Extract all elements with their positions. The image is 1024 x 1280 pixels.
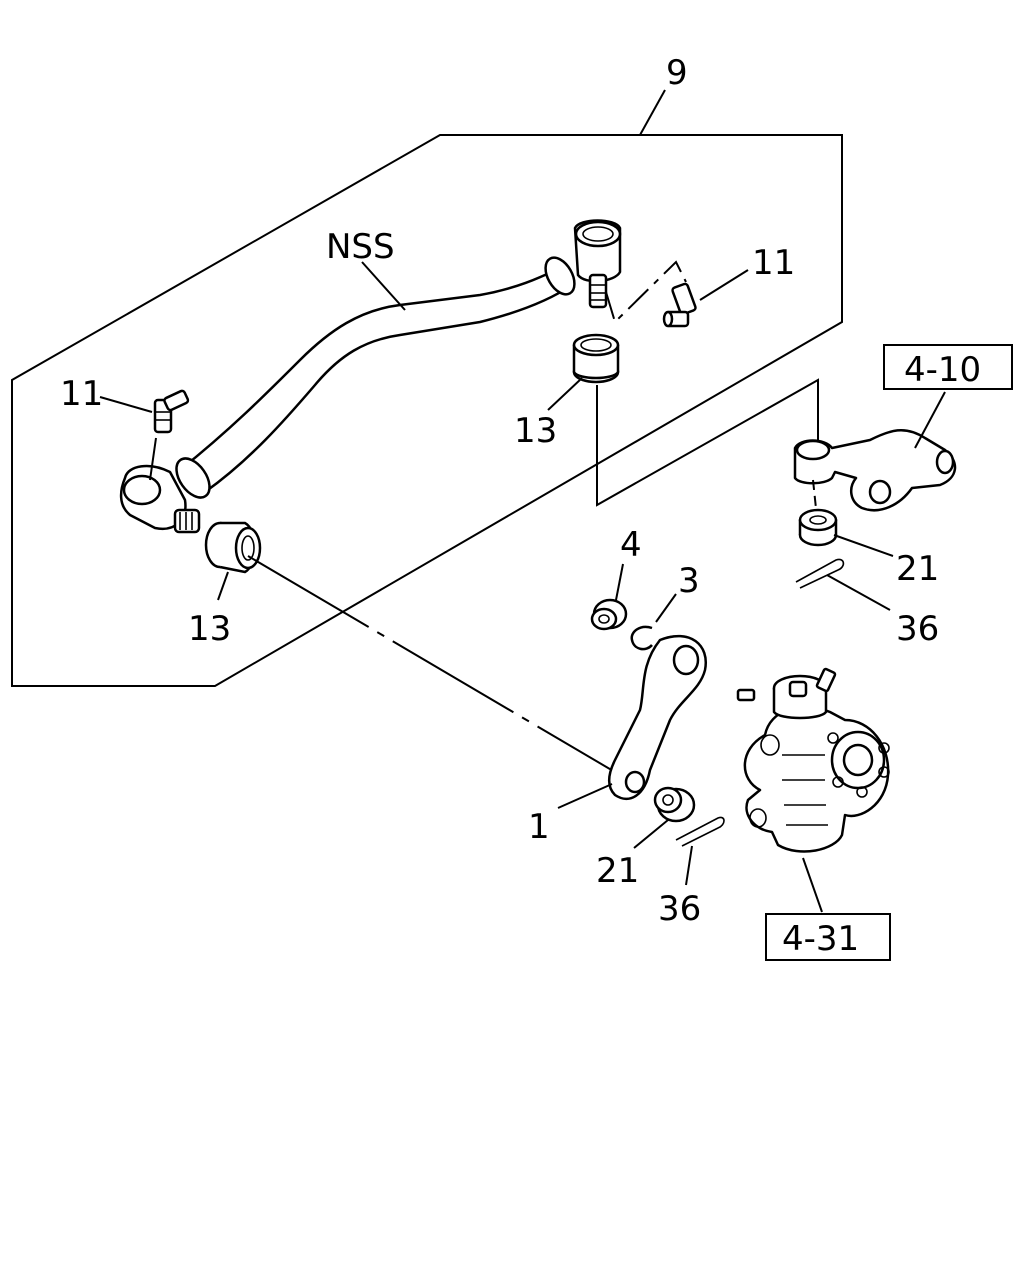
dust-boot-left	[204, 521, 262, 574]
leader-4-10	[914, 391, 946, 449]
callout-36-upper: 36	[896, 609, 939, 649]
leader-21-lower	[633, 819, 669, 849]
leader-3	[655, 593, 677, 623]
dash-13-right	[596, 378, 819, 507]
callout-13-left: 13	[188, 609, 231, 649]
drag-link-rod	[175, 256, 576, 499]
steering-gear-box	[736, 667, 890, 853]
callout-nss: NSS	[326, 227, 395, 267]
dash-11-right	[605, 260, 687, 324]
leader-36-lower	[685, 845, 693, 886]
centerline-left	[247, 555, 621, 776]
leader-9	[639, 89, 666, 136]
snap-ring-3	[630, 625, 653, 651]
leader-36-upper	[826, 574, 891, 611]
leader-11-right	[699, 269, 749, 301]
callout-36-lower: 36	[658, 889, 701, 929]
nut-4	[590, 598, 628, 631]
callout-21-lower: 21	[596, 851, 639, 891]
leader-nss	[361, 261, 406, 311]
grease-fitting-right	[662, 282, 697, 328]
grease-fitting-left	[153, 389, 190, 434]
leader-11-left	[99, 396, 153, 413]
leader-21-upper	[833, 534, 894, 557]
callout-9: 9	[666, 53, 688, 93]
leader-4-31	[802, 857, 823, 913]
castle-nut-upper	[798, 508, 838, 547]
leader-13-left	[217, 571, 229, 601]
assembly-outline	[11, 134, 843, 687]
dash-11-left	[149, 437, 157, 481]
dust-boot-right	[572, 333, 620, 384]
callout-13-right: 13	[514, 411, 557, 451]
callout-4: 4	[620, 525, 642, 565]
leader-13-right	[547, 377, 583, 411]
left-ball-joint	[119, 464, 201, 534]
cotter-pin-lower	[675, 816, 725, 847]
ref-box-4-31	[765, 913, 891, 961]
castle-nut-lower	[653, 786, 696, 823]
right-ball-joint	[573, 219, 622, 309]
callout-11-right: 11	[752, 243, 795, 283]
callout-21-upper: 21	[896, 549, 939, 589]
callout-11-left: 11	[60, 374, 103, 414]
ref-4-31: 4-31	[782, 919, 859, 959]
callout-3: 3	[678, 561, 700, 601]
leader-1	[557, 783, 613, 809]
pitman-arm	[608, 634, 708, 801]
ref-4-10: 4-10	[904, 350, 981, 390]
idler-arm	[793, 429, 957, 512]
leader-4	[615, 563, 624, 601]
cotter-pin-upper	[795, 558, 845, 589]
dash-4-10	[812, 479, 818, 519]
callout-1: 1	[528, 807, 550, 847]
ref-box-4-10	[883, 344, 1013, 390]
